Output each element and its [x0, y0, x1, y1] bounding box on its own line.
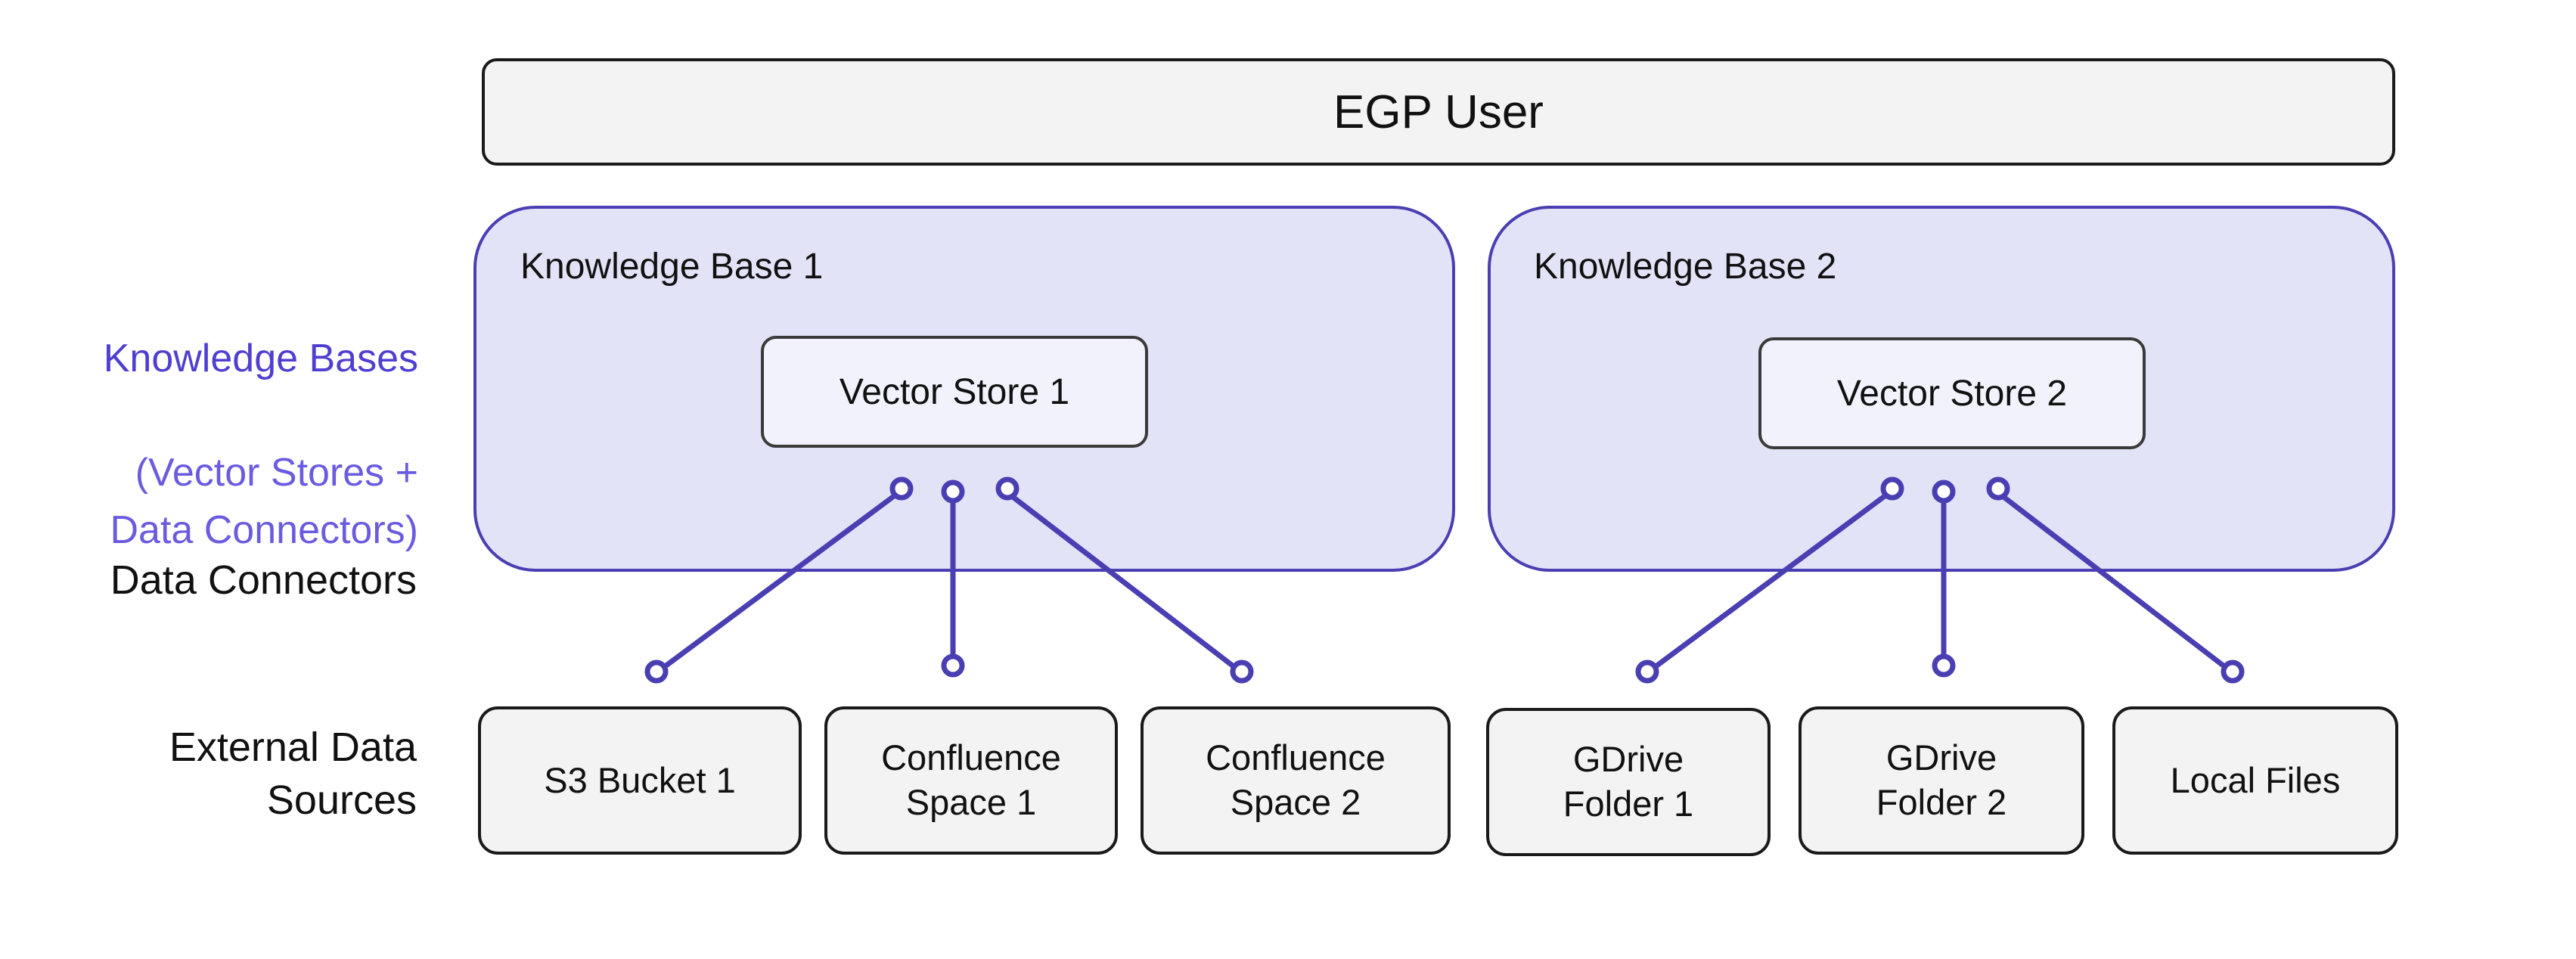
- source-gdrive-folder-1-label: GDrive Folder 1: [1563, 739, 1694, 824]
- source-confluence-space-1-label: Confluence Space 1: [881, 737, 1061, 822]
- source-gdrive-folder-2: GDrive Folder 2: [1799, 706, 2084, 855]
- source-s3-bucket-1-label: S3 Bucket 1: [544, 759, 736, 800]
- vector-store-1-label: Vector Store 1: [839, 371, 1070, 412]
- source-gdrive-folder-2-label: GDrive Folder 2: [1876, 737, 2007, 822]
- knowledge-base-2-title: Knowledge Base 2: [1534, 247, 1837, 287]
- vector-store-2-box: Vector Store 2: [1758, 337, 2146, 449]
- data-connectors-label: Data Connectors: [110, 557, 417, 603]
- source-local-files-label: Local Files: [2170, 759, 2341, 800]
- egp-user-label: EGP User: [1333, 85, 1544, 138]
- connector-node-local-files-bottom: [2221, 660, 2245, 684]
- source-confluence-space-2-label: Confluence Space 2: [1206, 737, 1386, 822]
- egp-user-box: EGP User: [482, 58, 2395, 166]
- source-confluence-space-2: Confluence Space 2: [1141, 706, 1451, 855]
- knowledge-bases-label-title: Knowledge Bases: [103, 337, 418, 381]
- knowledge-bases-label-subtitle: (Vector Stores + Data Connectors): [110, 451, 418, 552]
- knowledge-base-1-title: Knowledge Base 1: [520, 247, 824, 287]
- connector-node-gdrive-2-bottom: [1932, 653, 1956, 678]
- connector-node-confluence-2-bottom: [1230, 660, 1254, 684]
- vector-store-1-box: Vector Store 1: [761, 336, 1148, 448]
- source-gdrive-folder-1: GDrive Folder 1: [1486, 708, 1771, 856]
- connector-node-s3-bottom: [644, 660, 669, 684]
- vector-store-2-label: Vector Store 2: [1836, 373, 2068, 414]
- connector-node-gdrive-1-bottom: [1635, 660, 1659, 684]
- knowledge-bases-label: Knowledge Bases (Vector Stores + Data Co…: [104, 274, 418, 616]
- connector-node-confluence-1-bottom: [941, 653, 965, 678]
- source-s3-bucket-1: S3 Bucket 1: [478, 706, 802, 855]
- source-confluence-space-1: Confluence Space 1: [824, 706, 1118, 855]
- external-data-sources-label: External Data Sources: [169, 725, 417, 824]
- source-local-files: Local Files: [2112, 706, 2398, 855]
